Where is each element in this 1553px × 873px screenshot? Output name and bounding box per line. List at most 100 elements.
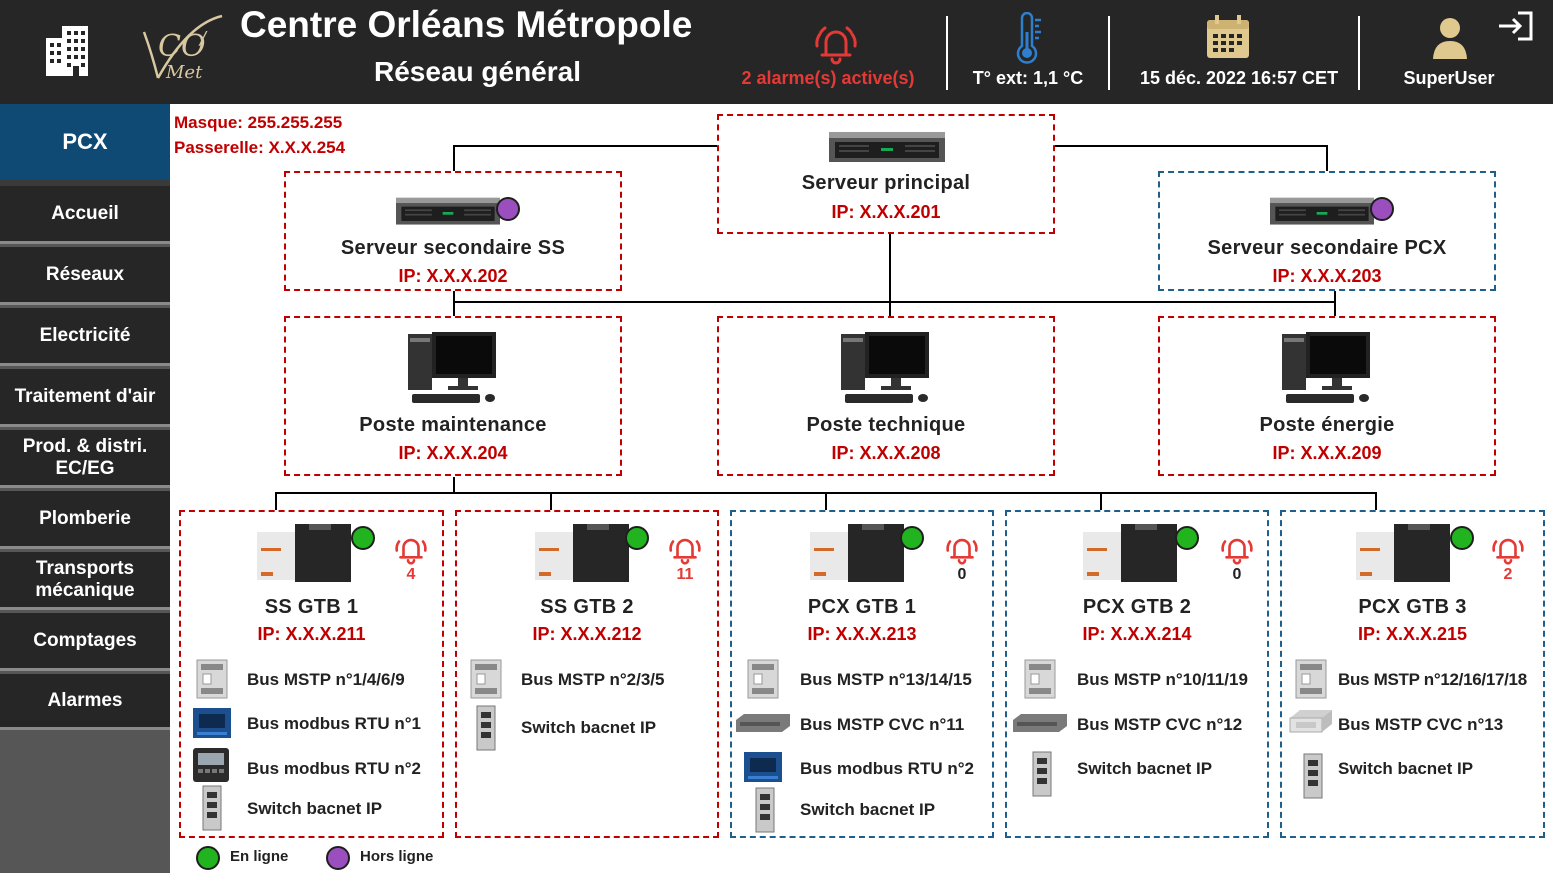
server-ip: IP: X.X.X.201	[831, 202, 941, 222]
svg-text:Met: Met	[165, 62, 203, 83]
gtb-card-ss-1[interactable]: 4 SS GTB 1 IP: X.X.X.211 Bus MSTP n°1/4/…	[179, 510, 444, 838]
offline-legend-swatch	[326, 846, 350, 870]
sidebar-item-traitement-air[interactable]: Traitement d'air	[0, 369, 170, 427]
server-ip: IP: X.X.X.203	[1272, 266, 1382, 286]
gtb-controller-icon	[255, 524, 353, 591]
header-separator	[946, 16, 948, 90]
online-status-indicator	[1175, 526, 1199, 550]
svg-text:/: /	[198, 28, 208, 49]
workstation-ip: IP: X.X.X.209	[1272, 443, 1382, 463]
offline-legend-label: Hors ligne	[360, 848, 434, 865]
bus-label: Bus modbus RTU n°1	[247, 714, 421, 733]
alarm-count: 0	[957, 566, 967, 583]
gtb-controller-icon	[808, 524, 906, 591]
thermometer-icon	[1012, 11, 1046, 64]
mstp-module-icon	[193, 658, 231, 705]
server-ip: IP: X.X.X.202	[398, 266, 508, 286]
gtb-card-ss-2[interactable]: 11 SS GTB 2 IP: X.X.X.212 Bus MSTP n°2/3…	[455, 510, 719, 838]
sidebar-item-pcx[interactable]: PCX	[0, 104, 170, 180]
gtb-ip: IP: X.X.X.213	[807, 624, 917, 644]
subnet-mask: Masque: 255.255.255	[174, 113, 343, 132]
gtb-card-pcx-2[interactable]: 0 PCX GTB 2 IP: X.X.X.214 Bus MSTP n°10/…	[1005, 510, 1269, 838]
mstp-module-icon	[467, 658, 505, 705]
ceiling-cassette-icon	[1288, 708, 1334, 741]
sidebar-item-comptages[interactable]: Comptages	[0, 613, 170, 671]
current-datetime: 15 déc. 2022 16:57 CET	[1139, 68, 1339, 88]
workstation-ip: IP: X.X.X.208	[831, 443, 941, 463]
gtb-name: PCX GTB 2	[1082, 596, 1192, 618]
gtb-name: SS GTB 2	[540, 596, 634, 618]
cvc-controller-icon	[1011, 712, 1069, 739]
outdoor-temperature: T° ext: 1,1 °C	[972, 68, 1084, 88]
bus-label: Switch bacnet IP	[800, 800, 936, 819]
bus-label: Bus MSTP CVC n°11	[800, 715, 965, 734]
alarm-count: 2	[1503, 566, 1513, 583]
bus-label: Switch bacnet IP	[1338, 759, 1474, 778]
gtb-ip: IP: X.X.X.212	[532, 624, 642, 644]
sidebar-item-reseaux[interactable]: Réseaux	[0, 247, 170, 305]
workstation-card-energie[interactable]: Poste énergie IP: X.X.X.209	[1158, 316, 1496, 476]
sidebar-item-accueil[interactable]: Accueil	[0, 186, 170, 244]
bus-label: Bus MSTP n°1/4/6/9	[247, 670, 405, 689]
offline-status-indicator	[1370, 197, 1394, 221]
bus-label: Bus MSTP n°13/14/15	[800, 670, 972, 689]
desktop-computer-icon	[1282, 330, 1374, 413]
bus-label: Switch bacnet IP	[521, 718, 657, 737]
network-switch-icon	[199, 784, 225, 837]
bus-label: Bus modbus RTU n°2	[247, 759, 421, 778]
gtb-name: PCX GTB 3	[1358, 596, 1467, 618]
workstation-card-technique[interactable]: Poste technique IP: X.X.X.208	[717, 316, 1055, 476]
active-alarms-link[interactable]: 2 alarme(s) active(s)	[741, 68, 915, 88]
sidebar-item-plomberie[interactable]: Plomberie	[0, 491, 170, 549]
network-switch-icon	[752, 786, 778, 839]
workstation-name: Poste énergie	[1259, 414, 1395, 436]
gtb-controller-icon	[1354, 524, 1452, 591]
modbus-gateway-icon	[191, 706, 233, 745]
user-icon[interactable]	[1430, 16, 1470, 60]
modbus-gateway-icon	[742, 750, 784, 789]
gtb-controller-icon	[1081, 524, 1179, 591]
alarm-bell-icon[interactable]	[393, 532, 429, 571]
alarm-count: 4	[406, 566, 416, 583]
calendar-icon	[1204, 13, 1252, 61]
alarm-bell-icon[interactable]	[667, 532, 703, 571]
alarm-bell-icon[interactable]	[812, 22, 860, 66]
online-status-indicator	[351, 526, 375, 550]
modbus-meter-icon	[191, 746, 231, 789]
top-bar: CO / Met Centre Orléans Métropole Réseau…	[0, 0, 1553, 104]
server-card-secondary-pcx[interactable]: Serveur secondaire PCX IP: X.X.X.203	[1158, 171, 1496, 291]
alarm-count: 11	[676, 566, 694, 583]
alarm-bell-icon[interactable]	[1490, 532, 1526, 571]
workstation-name: Poste technique	[806, 414, 966, 436]
workstation-name: Poste maintenance	[359, 414, 547, 436]
bus-label: Bus MSTP CVC n°13	[1338, 715, 1504, 734]
server-card-secondary-ss[interactable]: Serveur secondaire SS IP: X.X.X.202	[284, 171, 622, 291]
gtb-name: SS GTB 1	[264, 596, 359, 618]
building-icon[interactable]	[44, 24, 92, 78]
sidebar: PCX Accueil Réseaux Electricité Traiteme…	[0, 104, 170, 873]
network-info: Masque: 255.255.255 Passerelle: X.X.X.25…	[174, 110, 345, 160]
sidebar-item-prod-distri[interactable]: Prod. & distri. EC/EG	[0, 430, 170, 488]
sidebar-item-alarmes[interactable]: Alarmes	[0, 674, 170, 730]
bus-label: Bus modbus RTU n°2	[800, 759, 974, 778]
gtb-controller-icon	[533, 524, 631, 591]
desktop-computer-icon	[408, 330, 500, 413]
gtb-ip: IP: X.X.X.215	[1357, 624, 1468, 644]
workstation-card-maintenance[interactable]: Poste maintenance IP: X.X.X.204	[284, 316, 622, 476]
alarm-bell-icon[interactable]	[1219, 532, 1255, 571]
gateway: Passerelle: X.X.X.254	[174, 138, 346, 157]
gtb-card-pcx-1[interactable]: 0 PCX GTB 1 IP: X.X.X.213 Bus MSTP n°13/…	[730, 510, 994, 838]
gtb-card-pcx-3[interactable]: 2 PCX GTB 3 IP: X.X.X.215 Bus MSTP n°12/…	[1280, 510, 1545, 838]
current-user[interactable]: SuperUser	[1403, 68, 1495, 88]
server-name: Serveur secondaire SS	[340, 237, 566, 259]
logout-icon[interactable]	[1496, 10, 1536, 42]
sidebar-divider	[0, 180, 170, 186]
sidebar-item-transports[interactable]: Transports mécanique	[0, 552, 170, 610]
online-legend-swatch	[196, 846, 220, 870]
sidebar-item-electricite[interactable]: Electricité	[0, 308, 170, 366]
alarm-bell-icon[interactable]	[944, 532, 980, 571]
network-switch-icon	[1300, 752, 1326, 805]
server-card-principal[interactable]: Serveur principal IP: X.X.X.201	[717, 114, 1055, 234]
bus-label: Bus MSTP n°2/3/5	[521, 670, 665, 689]
workstation-ip: IP: X.X.X.204	[398, 443, 508, 463]
